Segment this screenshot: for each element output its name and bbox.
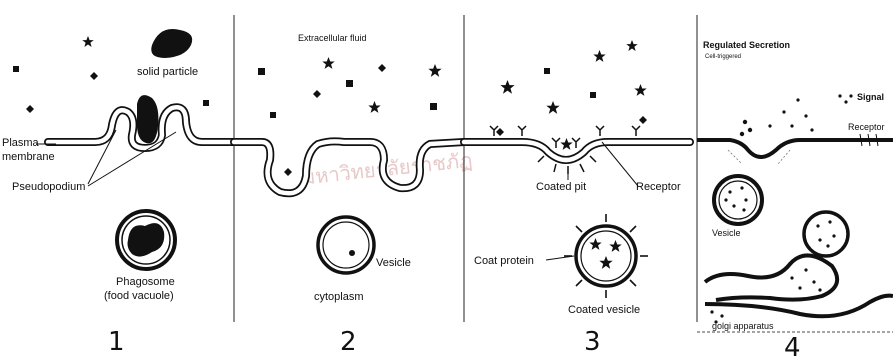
label-cytoplasm: cytoplasm [314,291,364,303]
molecule-star-icon [428,64,441,77]
molecule-star-icon [634,84,646,96]
molecule-star-icon [322,57,334,69]
secretory-vesicle-outer [714,176,762,224]
molecule-star-icon [626,40,637,51]
label-phagosome-line1: Phagosome [116,276,175,288]
panel-4: Regulated Secretion Cell-triggered Signa… [697,40,893,359]
vesicle-inner [323,222,369,268]
label-receptor: Receptor [636,181,681,193]
molecule-square-icon [590,92,596,98]
label-plasma-membrane-line2: membrane [2,151,55,163]
panel-number-4: 4 [784,333,801,359]
molecule-diamond-icon [639,116,647,124]
vesicle-content-dots [724,186,747,211]
secretory-vesicle-outer [804,212,848,256]
vesicle-star-icon [599,256,612,269]
panel-number-2: 2 [340,327,357,357]
vesicle-star-icon [609,240,621,252]
vesicle-star-icon [589,238,601,250]
label-cell-triggered: Cell-triggered [705,54,741,60]
label-receptor: Receptor [848,122,885,132]
phagosome-particle-icon [128,223,165,256]
golgi-content-dots [790,268,821,291]
cell-membrane-line [697,140,893,157]
label-signal: Signal [857,92,884,102]
bound-ligand-star-icon [560,138,572,150]
molecule-diamond-icon [496,128,504,136]
panel-3: Coated pit Receptor Coat protein Coated … [464,40,690,357]
panel-1: solid particle Plasma membrane Pseudopod… [2,29,234,357]
panel-number-3: 3 [584,327,601,357]
signal-molecule-dots [740,94,853,136]
label-phagosome-line2: (food vacuole) [104,290,174,302]
solid-particle-icon [151,29,192,58]
vesicle-content-icon [349,250,355,256]
molecule-diamond-icon [313,90,321,98]
pointer-line [602,142,638,186]
pointer-line [546,256,574,260]
molecule-square-icon [270,112,276,118]
label-coated-vesicle: Coated vesicle [568,304,640,316]
molecule-star-icon [593,50,605,62]
vesicle-outer [318,217,374,273]
molecule-square-icon [544,68,550,74]
molecule-star-icon [368,101,380,113]
label-extracellular-fluid: Extracellular fluid [298,33,367,43]
label-golgi-apparatus: golgi apparatus [712,321,774,331]
panel-2: Extracellular fluid Vesicle cytoplasm 2 [234,33,464,357]
molecule-diamond-icon [378,64,386,72]
molecule-square-icon [430,103,437,110]
label-solid-particle: solid particle [137,66,198,78]
label-vesicle: Vesicle [712,228,741,238]
engulfed-particle-icon [137,95,158,143]
molecule-square-icon [346,80,353,87]
vesicle-content-dots [816,220,835,247]
molecule-star-icon [82,36,93,47]
label-regulated-secretion: Regulated Secretion [703,40,790,50]
molecule-square-icon [258,68,265,75]
label-pseudopodium: Pseudopodium [12,181,85,193]
golgi-membrane-outline [705,255,837,300]
molecule-star-icon [500,80,514,94]
molecule-diamond-icon [26,105,34,113]
molecule-diamond-icon [284,168,292,176]
panel-number-1: 1 [108,327,125,357]
molecule-star-icon [546,101,559,114]
label-coated-pit: Coated pit [536,181,586,193]
molecule-square-icon [203,100,209,106]
molecule-diamond-icon [90,72,98,80]
label-coat-protein: Coat protein [474,255,534,267]
label-plasma-membrane-line1: Plasma [2,137,40,149]
label-vesicle: Vesicle [376,257,411,269]
molecule-square-icon [13,66,19,72]
